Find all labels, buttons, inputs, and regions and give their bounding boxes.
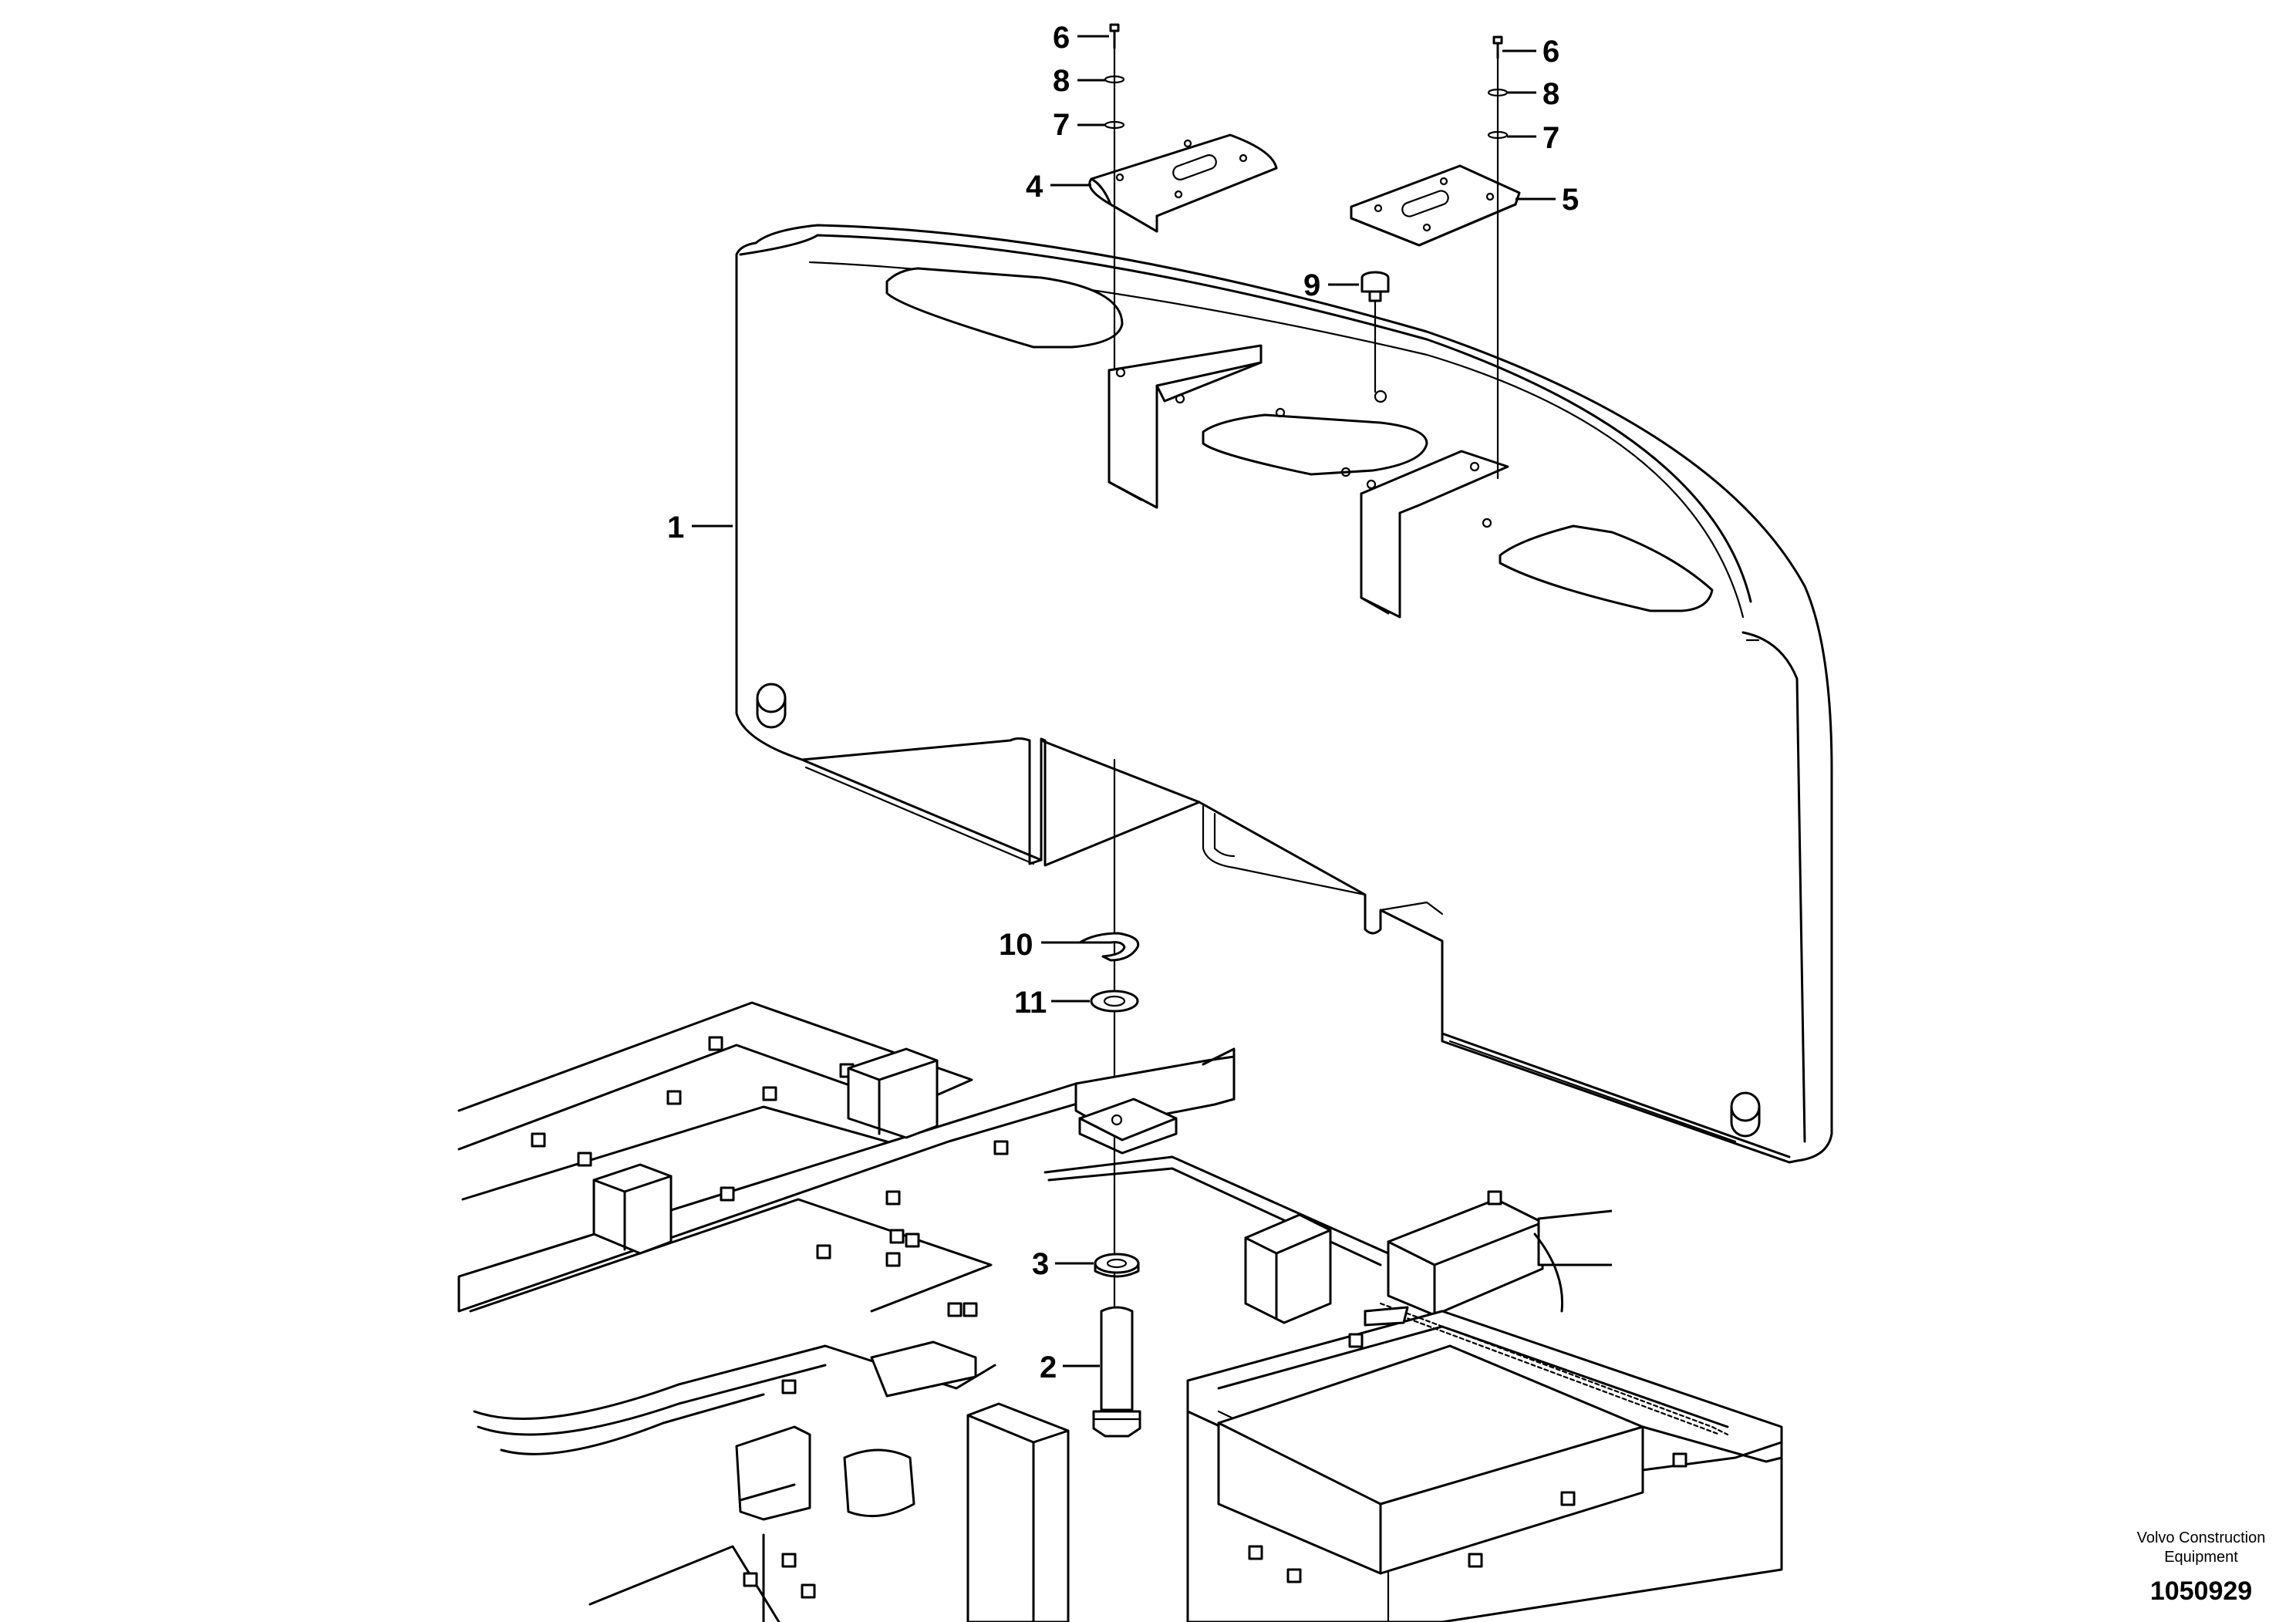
callout-1: 1 [667,511,733,545]
callout-2: 2 [1040,1351,1100,1384]
svg-text:8: 8 [1542,77,1559,111]
svg-text:7: 7 [1542,121,1559,155]
document-number: 1050929 [2150,1576,2252,1606]
bolt-6-left [1109,23,1120,49]
svg-text:7: 7 [1053,108,1070,142]
svg-text:6: 6 [1053,21,1070,55]
svg-text:10: 10 [999,928,1033,962]
svg-text:5: 5 [1562,183,1579,217]
shim-10 [1078,932,1140,962]
callout-5: 5 [1515,183,1579,217]
washer-11 [1090,990,1139,1013]
svg-text:8: 8 [1053,64,1070,98]
svg-text:9: 9 [1303,268,1320,302]
callout-3: 3 [1032,1247,1094,1281]
svg-text:6: 6 [1542,35,1559,69]
callout-8-left: 8 [1053,64,1105,98]
callouts: 6 8 7 4 6 8 7 5 [667,21,1579,1384]
upper-frame [457,1001,1783,1622]
svg-text:4: 4 [1026,170,1043,204]
washer-3 [1094,1253,1140,1278]
callout-7-right: 7 [1507,121,1559,155]
assembly-lines [1113,46,1499,1328]
publisher-credit: Volvo Construction Equipment 1050929 [2137,1529,2266,1606]
bracket-plate-5 [1350,164,1521,247]
credit-line-2: Equipment [2164,1549,2238,1566]
callout-4: 4 [1026,170,1091,204]
callout-6-right: 6 [1502,35,1559,69]
callout-8-right: 8 [1507,77,1559,111]
svg-text:2: 2 [1040,1351,1057,1384]
svg-text:3: 3 [1032,1247,1049,1281]
svg-text:1: 1 [667,511,684,545]
credit-line-1: Volvo Construction [2137,1529,2266,1546]
bracket-plate-4 [1088,133,1278,233]
callout-10: 10 [999,928,1080,962]
callout-11: 11 [1014,986,1090,1020]
callout-6-left: 6 [1053,21,1109,55]
svg-text:11: 11 [1014,986,1047,1020]
counterweight [735,224,1833,1164]
plug-9 [1360,271,1390,302]
bolt-6-right [1492,35,1503,59]
bolt-2 [1092,1306,1141,1438]
callout-7-left: 7 [1053,108,1105,142]
callout-9: 9 [1303,268,1359,302]
